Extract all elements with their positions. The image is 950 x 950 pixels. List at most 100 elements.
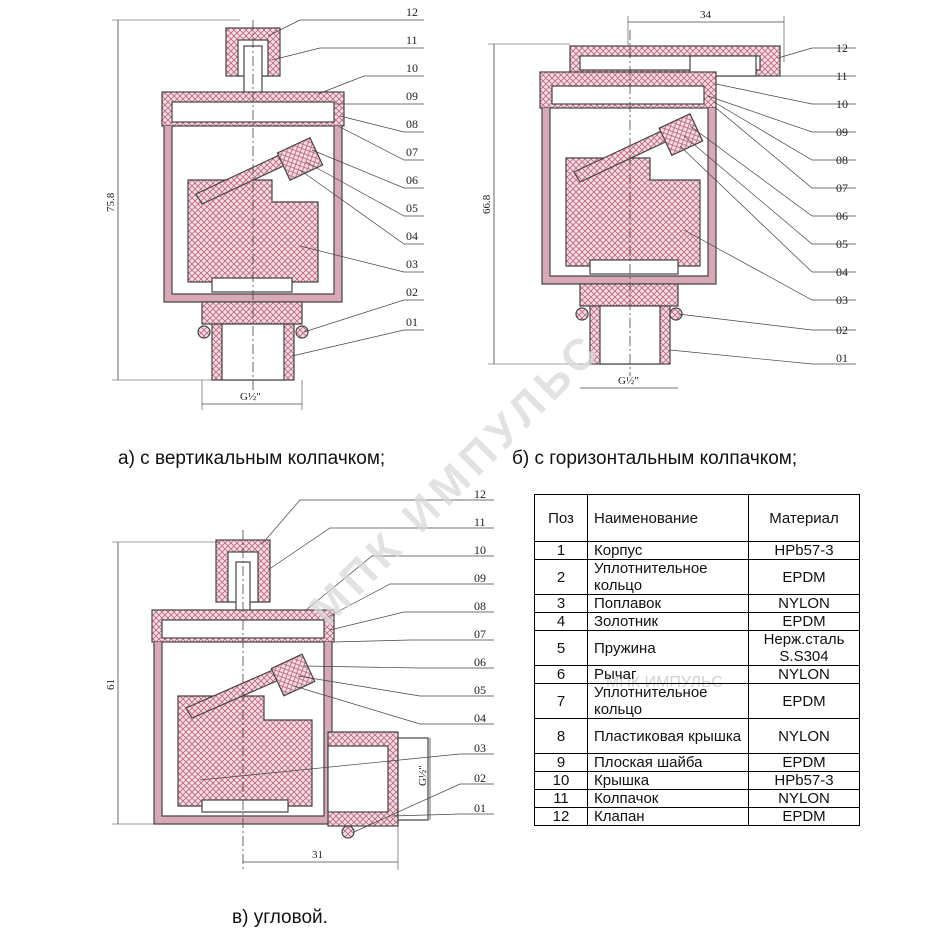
label-c-09: 09 <box>474 571 486 585</box>
cell-pos: 8 <box>534 718 588 754</box>
label-a-06: 06 <box>406 173 418 187</box>
cell-pos: 2 <box>534 559 588 595</box>
label-c-02: 02 <box>474 771 486 785</box>
cell-name: Пластиковая крышка <box>587 718 749 754</box>
cell-pos: 7 <box>534 683 588 719</box>
header-material: Материал <box>748 494 860 542</box>
cell-pos: 1 <box>534 541 588 560</box>
cell-material: EPDM <box>748 807 860 826</box>
label-b-12: 12 <box>836 41 848 55</box>
table-header-row: Поз Наименование Материал <box>534 494 860 542</box>
label-c-08: 08 <box>474 599 486 613</box>
dim-b-thread: G½" <box>618 375 639 387</box>
label-a-07: 07 <box>406 145 418 159</box>
label-b-09: 09 <box>836 125 848 139</box>
label-b-01: 01 <box>836 351 848 365</box>
cell-pos: 4 <box>534 612 588 631</box>
label-b-02: 02 <box>836 323 848 337</box>
cell-name: Уплотнительное кольцо <box>587 683 749 719</box>
dim-c-width: 31 <box>312 849 323 861</box>
label-a-04: 04 <box>406 229 418 243</box>
cell-material: EPDM <box>748 683 860 719</box>
cell-pos: 11 <box>534 789 588 808</box>
drawing-a-labels: 12 11 10 09 08 07 06 05 04 03 02 01 75.8… <box>105 5 418 403</box>
cell-pos: 9 <box>534 753 588 772</box>
cell-name: Крышка <box>587 771 749 790</box>
cell-pos: 5 <box>534 630 588 666</box>
dim-a-thread: G½" <box>240 391 261 403</box>
cell-material: NYLON <box>748 594 860 613</box>
cell-name: Плоская шайба <box>587 753 749 772</box>
label-c-11: 11 <box>474 515 486 529</box>
label-a-11: 11 <box>406 33 418 47</box>
label-b-08: 08 <box>836 153 848 167</box>
cell-name: Корпус <box>587 541 749 560</box>
dim-b-height: 66.8 <box>481 194 493 214</box>
cell-pos: 10 <box>534 771 588 790</box>
cell-material: NYLON <box>748 665 860 684</box>
cell-name: Клапан <box>587 807 749 826</box>
label-a-12: 12 <box>406 5 418 19</box>
label-b-05: 05 <box>836 237 848 251</box>
cell-pos: 6 <box>534 665 588 684</box>
header-pos: Поз <box>534 494 588 542</box>
cell-name: Поплавок <box>587 594 749 613</box>
label-a-03: 03 <box>406 257 418 271</box>
cell-material: EPDM <box>748 612 860 631</box>
cell-material: Нерж.сталь S.S304 <box>748 630 860 666</box>
dim-c-thread: G½" <box>417 765 429 786</box>
drawing-b-labels: 12 11 10 09 08 07 06 05 04 03 02 01 66.8… <box>481 9 848 387</box>
cell-material: NYLON <box>748 718 860 754</box>
drawing-b-horizontal-cap <box>488 16 856 389</box>
cell-material: NYLON <box>748 789 860 808</box>
label-b-10: 10 <box>836 97 848 111</box>
cell-pos: 12 <box>534 807 588 826</box>
label-a-09: 09 <box>406 89 418 103</box>
dim-b-width: 34 <box>700 9 712 21</box>
label-a-10: 10 <box>406 61 418 75</box>
cell-material: EPDM <box>748 559 860 595</box>
label-b-04: 04 <box>836 265 848 279</box>
technical-drawings: 12 11 10 09 08 07 06 05 04 03 02 01 75.8… <box>105 5 856 410</box>
cell-name: Рычаг <box>587 665 749 684</box>
cell-material: EPDM <box>748 753 860 772</box>
cell-name: Пружина <box>587 630 749 666</box>
label-c-03: 03 <box>474 741 486 755</box>
cell-name: Золотник <box>587 612 749 631</box>
dim-a-height: 75.8 <box>105 192 117 212</box>
cell-pos: 3 <box>534 594 588 613</box>
label-c-06: 06 <box>474 655 486 669</box>
label-b-07: 07 <box>836 181 848 195</box>
label-a-02: 02 <box>406 285 418 299</box>
label-c-01: 01 <box>474 801 486 815</box>
label-b-06: 06 <box>836 209 848 223</box>
drawing-c-labels: 12 11 10 09 08 07 06 05 04 03 02 01 61 3… <box>105 487 486 861</box>
label-a-05: 05 <box>406 201 418 215</box>
label-c-10: 10 <box>474 543 486 557</box>
caption-horizontal-cap: б) с горизонтальным колпачком; <box>512 448 798 469</box>
label-a-01: 01 <box>406 315 418 329</box>
cell-material: HPb57-3 <box>748 771 860 790</box>
label-b-03: 03 <box>836 293 848 307</box>
cell-name: Колпачок <box>587 789 749 808</box>
caption-angular: в) угловой. <box>232 907 328 928</box>
label-c-12: 12 <box>474 487 486 501</box>
cell-name: Уплотнительное кольцо <box>587 559 749 595</box>
cell-material: HPb57-3 <box>748 541 860 560</box>
drawing-a-vertical-cap <box>112 19 424 410</box>
label-a-08: 08 <box>406 117 418 131</box>
caption-vertical-cap: а) с вертикальным колпачком; <box>118 448 386 469</box>
